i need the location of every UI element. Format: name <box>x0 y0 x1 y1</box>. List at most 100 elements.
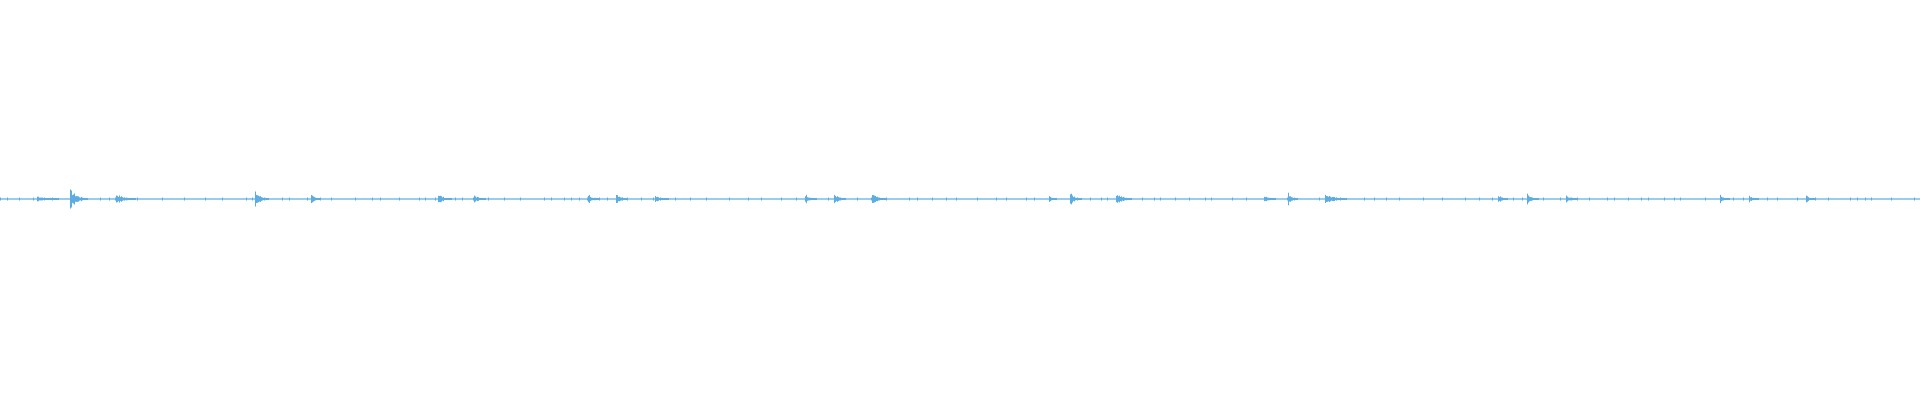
waveform-sample <box>1077 197 1078 201</box>
waveform-burst <box>1806 195 1816 203</box>
waveform-burst <box>805 194 817 204</box>
waveform-burst <box>1116 195 1132 203</box>
waveform-sample <box>871 197 872 201</box>
waveform-sample <box>1664 197 1665 201</box>
waveform-sample <box>282 197 283 201</box>
waveform-sample <box>1154 197 1155 201</box>
waveform-sample <box>77 197 78 201</box>
waveform-sample <box>1479 197 1480 201</box>
waveform-sample <box>462 197 463 201</box>
waveform-sample <box>599 197 600 201</box>
waveform-sample <box>729 197 730 201</box>
waveform-sample <box>1294 197 1295 201</box>
waveform-burst <box>1264 196 1276 202</box>
waveform-sample <box>748 197 749 201</box>
waveform-sample <box>33 197 34 201</box>
waveform-sample <box>372 197 373 201</box>
waveform-burst <box>588 194 600 204</box>
waveform-sample <box>380 197 381 201</box>
waveform-sample <box>946 197 947 201</box>
waveform-sample <box>641 197 642 201</box>
waveform-sample <box>504 197 505 201</box>
waveform-sample <box>473 197 474 201</box>
waveform-sample <box>0 197 1 201</box>
waveform-sample <box>1205 197 1206 201</box>
waveform-sample <box>1386 197 1387 201</box>
waveform-sample <box>1492 197 1493 201</box>
waveform-burst <box>1049 196 1057 202</box>
waveform-burst <box>474 195 486 203</box>
waveform-burst <box>438 195 452 203</box>
waveform-sample <box>19 197 20 201</box>
waveform-burst <box>1070 193 1082 205</box>
waveform-sample <box>1543 197 1544 201</box>
waveform-sample <box>264 197 265 201</box>
waveform-sample <box>1175 197 1176 201</box>
waveform-sample <box>1628 197 1629 201</box>
waveform-sample <box>1865 197 1866 201</box>
waveform-sample <box>1423 197 1424 201</box>
waveform-sample <box>619 197 620 201</box>
waveform-sample <box>162 197 163 201</box>
waveform-sample <box>1589 197 1590 201</box>
waveform-sample <box>222 197 223 201</box>
waveform-sample <box>1160 197 1161 201</box>
waveform-sample <box>289 197 290 201</box>
waveform-sample <box>781 197 782 201</box>
waveform-sample <box>1049 197 1050 201</box>
waveform-sample <box>1090 197 1091 201</box>
waveform-sample <box>455 197 456 201</box>
waveform-sample <box>839 197 840 201</box>
waveform-burst <box>70 189 88 209</box>
waveform-sample <box>520 197 521 201</box>
waveform-burst <box>872 195 886 203</box>
waveform-sample <box>1914 197 1915 201</box>
waveform-sample <box>488 197 489 201</box>
waveform-sample <box>1101 197 1102 201</box>
waveform-sample <box>355 197 356 201</box>
waveform-sample <box>1723 197 1724 201</box>
waveform-sample <box>1122 197 1123 201</box>
waveform-sample <box>1850 197 1851 201</box>
waveform-sample <box>1034 197 1035 201</box>
waveform-sample <box>1246 197 1247 201</box>
waveform-sample <box>690 197 691 201</box>
waveform-burst <box>1527 193 1539 205</box>
waveform-sample <box>137 197 138 201</box>
waveform-sample <box>443 197 444 201</box>
waveform-sample <box>1442 197 1443 201</box>
waveform-sample <box>932 197 933 201</box>
waveform-burst <box>1498 196 1508 202</box>
waveform-sample <box>627 197 628 201</box>
waveform-sample <box>761 197 762 201</box>
waveform-burst <box>1749 195 1759 203</box>
waveform-sample <box>399 197 400 201</box>
waveform-sample <box>1733 197 1734 201</box>
waveform-sample <box>205 197 206 201</box>
waveform-sample <box>1674 197 1675 201</box>
waveform-sample <box>1607 197 1608 201</box>
waveform-sample <box>706 197 707 201</box>
waveform-sample <box>1767 197 1768 201</box>
waveform-sample <box>1743 197 1744 201</box>
waveform-burst <box>616 194 628 204</box>
waveform-sample <box>52 197 53 201</box>
waveform-sample <box>1513 197 1514 201</box>
waveform-sample <box>419 197 420 201</box>
waveform-burst <box>1325 194 1347 204</box>
waveform-sample <box>1777 197 1778 201</box>
waveform-sample <box>977 197 978 201</box>
waveform-sample <box>1211 197 1212 201</box>
waveform-sample <box>1107 197 1108 201</box>
waveform-sample <box>331 197 332 201</box>
waveform-sample <box>425 197 426 201</box>
waveform-sample <box>807 197 808 201</box>
waveform-burst <box>116 195 136 203</box>
waveform-sample <box>1026 197 1027 201</box>
waveform-sample <box>1641 197 1642 201</box>
waveform-sample <box>246 197 247 201</box>
waveform-sample <box>571 197 572 201</box>
waveform-burst <box>1566 195 1578 203</box>
waveform-sample <box>1614 197 1615 201</box>
